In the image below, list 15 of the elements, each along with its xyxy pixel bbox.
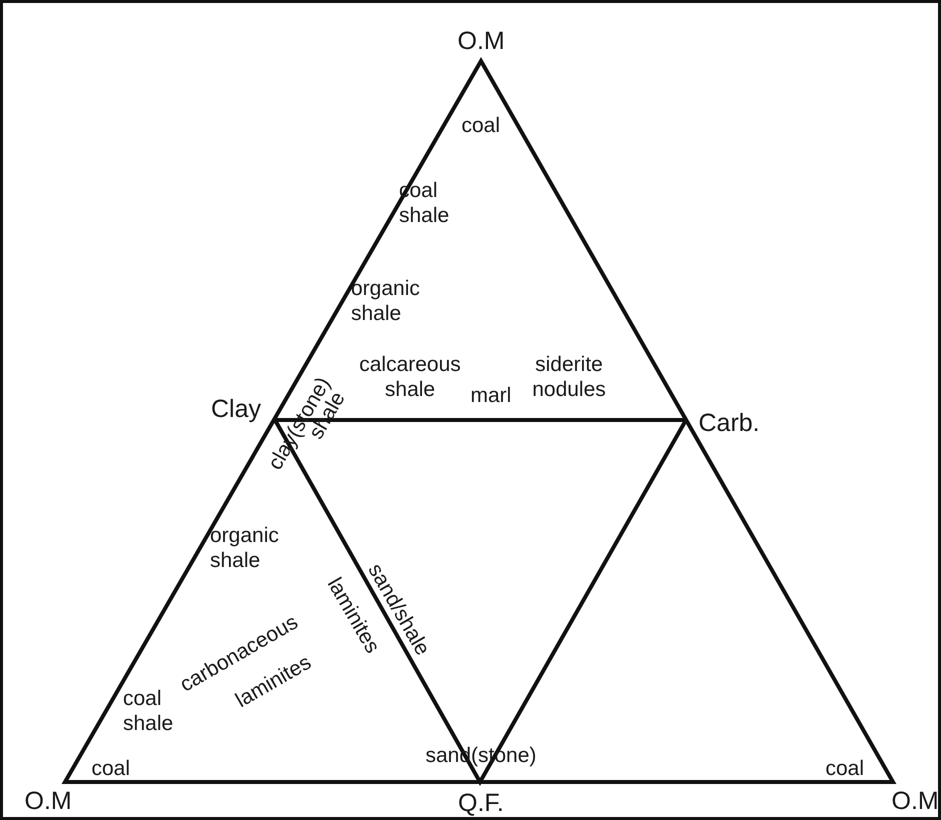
field-label: calcareous shale	[358, 352, 462, 402]
field-label: coal	[826, 756, 864, 780]
vertex-label: O.M	[458, 27, 505, 55]
field-label: siderite nodules	[531, 352, 607, 402]
field-label: coal	[92, 756, 130, 780]
field-label: coal	[462, 112, 500, 138]
vertex-label: Clay	[211, 395, 262, 423]
field-label: coal shale	[123, 686, 174, 736]
field-label: organic shale	[351, 276, 421, 326]
vertex-label: O.M	[892, 787, 939, 815]
field-label: organic shale	[210, 523, 280, 573]
field-label: marl	[470, 382, 512, 408]
vertex-label: Q.F.	[458, 789, 504, 817]
vertex-label: Carb.	[698, 409, 760, 437]
vertex-label: O.M	[24, 787, 72, 815]
